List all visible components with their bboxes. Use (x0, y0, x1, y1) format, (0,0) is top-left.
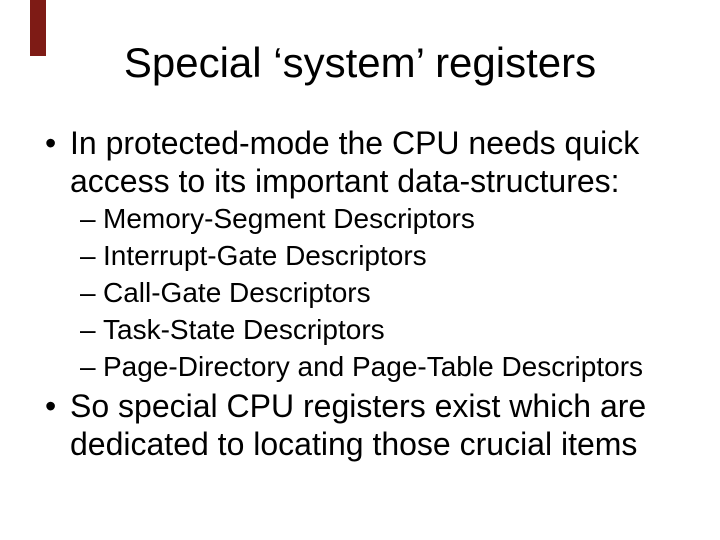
sub-bullet-list: – Memory-Segment Descriptors – Interrupt… (80, 200, 643, 385)
dash-icon: – (80, 240, 96, 271)
accent-bar (30, 0, 46, 56)
bullet-item-conclusion: • So special CPU registers exist which a… (45, 387, 646, 463)
dash-icon: – (80, 351, 96, 382)
sub-bullet-text: Interrupt-Gate Descriptors (103, 240, 427, 271)
bullet-text: So special CPU registers exist which are… (70, 387, 646, 463)
bullet-text-line: So special CPU registers exist which are (70, 388, 647, 424)
bullet-item-intro: • In protected-mode the CPU needs quick … (45, 124, 639, 200)
sub-bullet-text: Page-Directory and Page-Table Descriptor… (103, 351, 644, 382)
sub-bullet-text: Task-State Descriptors (103, 314, 385, 345)
sub-bullet-item: – Task-State Descriptors (80, 311, 643, 348)
dash-icon: – (80, 277, 96, 308)
bullet-dot-icon: • (45, 125, 57, 161)
sub-bullet-item: – Interrupt-Gate Descriptors (80, 237, 643, 274)
bullet-text-line: dedicated to locating those crucial item… (70, 426, 638, 462)
sub-bullet-item: – Page-Directory and Page-Table Descript… (80, 348, 643, 385)
bullet-text: In protected-mode the CPU needs quick ac… (70, 124, 639, 200)
slide-title: Special ‘system’ registers (123, 39, 597, 86)
bullet-dot-icon: • (45, 388, 57, 424)
bullet-text-line: access to its important data-structures: (70, 163, 620, 199)
dash-icon: – (80, 203, 96, 234)
sub-bullet-text: Call-Gate Descriptors (103, 277, 371, 308)
sub-bullet-item: – Call-Gate Descriptors (80, 274, 643, 311)
sub-bullet-text: Memory-Segment Descriptors (103, 203, 475, 234)
bullet-text-line: In protected-mode the CPU needs quick (70, 125, 640, 161)
sub-bullet-item: – Memory-Segment Descriptors (80, 200, 643, 237)
dash-icon: – (80, 314, 96, 345)
